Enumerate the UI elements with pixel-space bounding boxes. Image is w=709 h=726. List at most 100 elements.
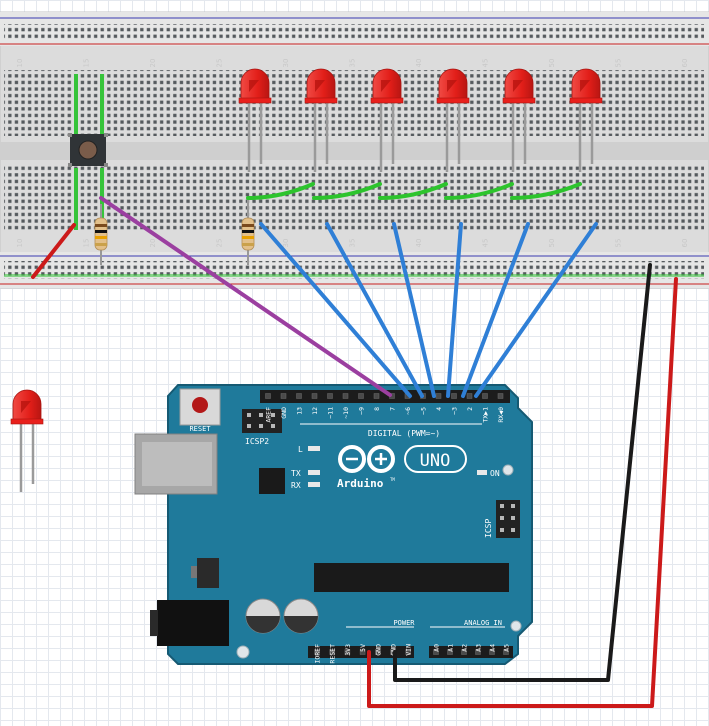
pin-label: ~6 (404, 407, 412, 415)
pin-label: 8 (373, 407, 381, 411)
header-pin[interactable] (503, 649, 509, 655)
pin-label: A3 (475, 644, 483, 652)
led-rx-indicator (308, 482, 320, 487)
red-led[interactable] (304, 68, 338, 172)
column-number: 35 (349, 239, 357, 248)
analog-label: ANALOG IN (464, 619, 502, 627)
pin-label: 12 (311, 407, 319, 415)
pin-label: ~11 (327, 407, 335, 419)
trademark-label: TM (390, 477, 395, 482)
loose-led[interactable] (10, 389, 44, 492)
header-pin[interactable] (475, 649, 481, 655)
usb-chip (259, 468, 285, 494)
analog-header (429, 646, 513, 658)
red-led[interactable] (370, 68, 404, 172)
red-led[interactable] (569, 68, 603, 172)
push-button-leg (104, 163, 108, 167)
model-badge (404, 445, 467, 473)
pin-label: 3V3 (344, 644, 352, 656)
pin-label: TX▶1 (482, 407, 490, 423)
brand-label: Arduino (337, 477, 384, 490)
header-pin[interactable] (447, 649, 453, 655)
led-rx-label: RX (291, 481, 301, 490)
wire-red-5v[interactable] (367, 277, 678, 708)
mounting-hole (502, 464, 514, 476)
green-jumpers (246, 182, 582, 200)
wire-black-gnd[interactable] (393, 263, 652, 682)
wire-blue-signal[interactable] (392, 222, 436, 398)
wire-green-jumper[interactable] (378, 182, 448, 200)
red-led[interactable] (436, 68, 470, 172)
wire-green-jumper[interactable] (510, 182, 582, 200)
header-pin[interactable] (358, 393, 364, 399)
header-pin[interactable] (466, 393, 473, 399)
header-pin[interactable] (451, 393, 457, 399)
wire-blue-signal[interactable] (461, 222, 530, 398)
red-led[interactable] (502, 68, 536, 172)
header-pin[interactable] (373, 393, 380, 399)
wire-purple-button[interactable] (99, 196, 392, 397)
header-pin[interactable] (342, 393, 349, 399)
column-number: 25 (216, 59, 224, 68)
led-tx-indicator (308, 470, 320, 475)
pin-label: 13 (296, 407, 304, 415)
top-rail-holes (4, 24, 704, 39)
power-label: POWER (393, 619, 415, 627)
mounting-hole (236, 645, 250, 659)
arduino-board (167, 384, 533, 665)
header-pin[interactable] (359, 649, 366, 655)
column-number: 60 (681, 239, 689, 248)
column-number: 25 (216, 239, 224, 248)
header-pin[interactable] (296, 393, 302, 399)
header-pin[interactable] (314, 649, 320, 655)
header-pin[interactable] (327, 393, 333, 399)
pin-label: IOREF (314, 644, 322, 664)
pin-label: ~5 (420, 407, 428, 415)
header-pin[interactable] (433, 649, 439, 655)
header-pin[interactable] (482, 393, 488, 399)
header-pin[interactable] (265, 393, 271, 399)
header-pin[interactable] (375, 649, 381, 655)
header-pin[interactable] (280, 393, 287, 399)
push-button-leg (104, 133, 108, 137)
red-led[interactable] (238, 68, 272, 172)
column-number: 60 (681, 59, 689, 68)
column-number: 55 (615, 59, 623, 68)
header-pin[interactable] (435, 393, 442, 399)
wire-green-jumper[interactable] (312, 182, 382, 200)
wire-blue-signal[interactable] (259, 222, 412, 398)
header-pin[interactable] (311, 393, 318, 399)
led-array (238, 68, 603, 172)
icsp-header (496, 500, 520, 538)
header-pin[interactable] (497, 393, 504, 399)
reset-button-cap[interactable] (192, 397, 208, 413)
header-pin[interactable] (344, 649, 351, 655)
wire-blue-signal[interactable] (446, 222, 463, 398)
header-pin[interactable] (489, 649, 495, 655)
wire-green-jumper[interactable] (444, 182, 514, 200)
wire-blue-signal[interactable] (474, 222, 598, 398)
arduino-logo-icon (338, 445, 395, 473)
header-pin[interactable] (405, 649, 411, 655)
header-pin[interactable] (461, 649, 467, 655)
usb-connector-face (142, 442, 212, 486)
header-pin[interactable] (329, 649, 335, 655)
icsp2-label: ICSP2 (245, 437, 269, 446)
wire-blue-signal[interactable] (325, 222, 424, 398)
push-button-leg (68, 163, 72, 167)
microcontroller-chip (314, 563, 509, 592)
led-on-indicator (477, 470, 487, 475)
column-number: 40 (415, 59, 423, 68)
wire-red-jumper[interactable] (31, 223, 76, 279)
pin-label: A0 (433, 644, 441, 652)
wire-green-jumper[interactable] (246, 182, 315, 200)
reset-label: RESET (189, 425, 211, 433)
connected-column (100, 74, 104, 136)
column-number: 20 (149, 59, 157, 68)
